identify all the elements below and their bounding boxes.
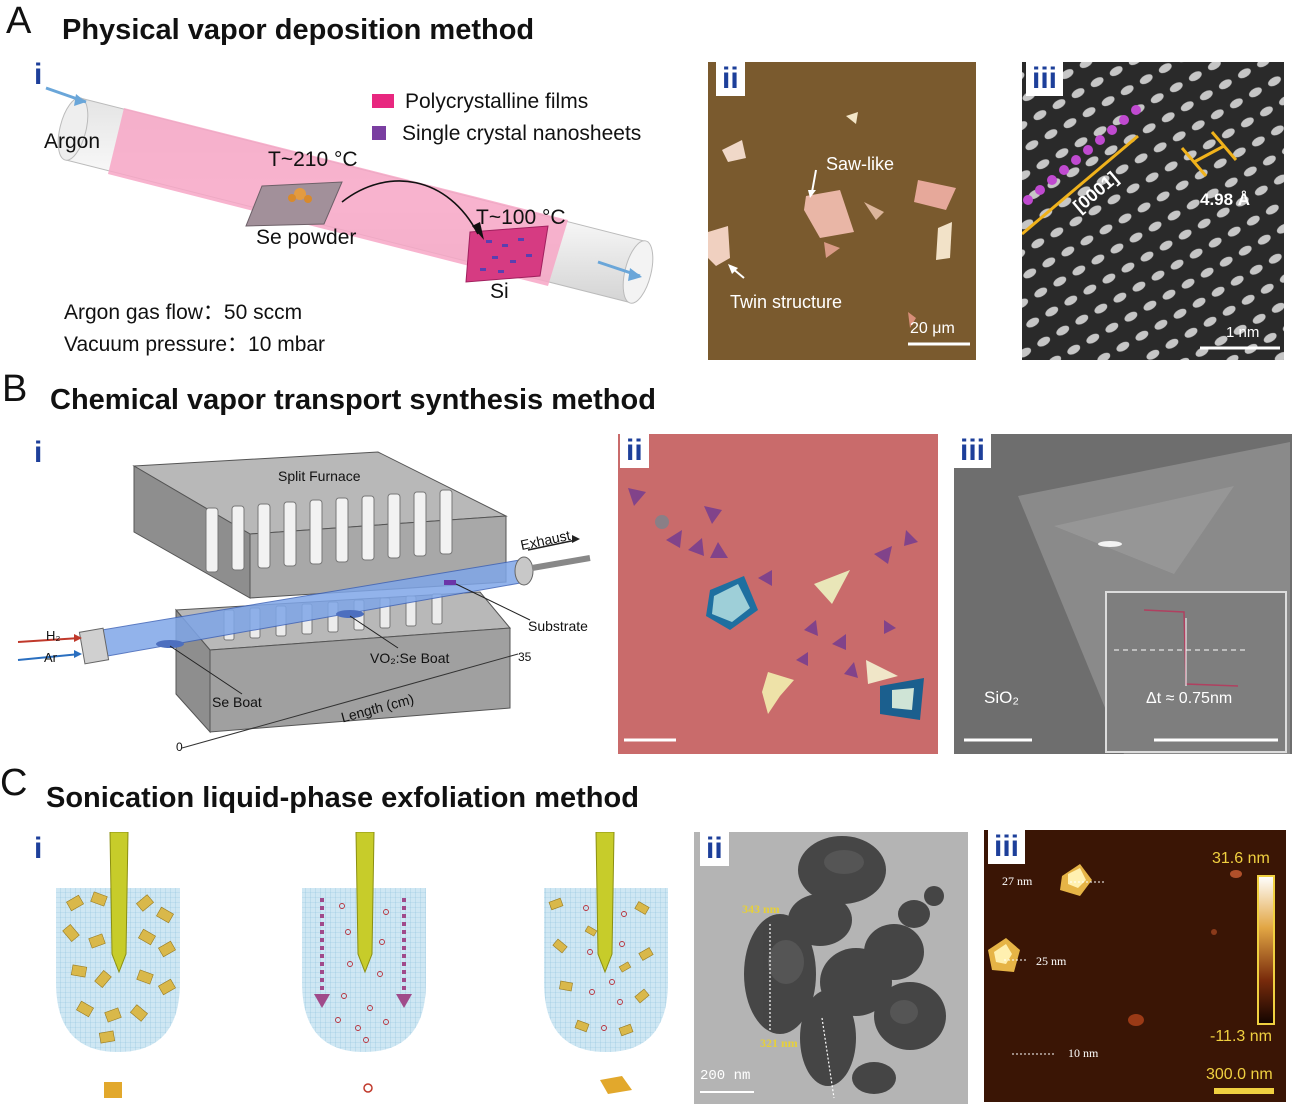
si-substrate (465, 225, 549, 283)
sub-label-b-iii: iii (954, 434, 992, 468)
scale-bar-label-c-iii: 300.0 nm (1206, 1066, 1273, 1083)
panel-c-i (20, 832, 680, 1108)
sub-label-c-ii: ii (700, 832, 729, 866)
temp-cold-label: T~100 °C (476, 206, 566, 229)
legend-poly-label: Polycrystalline films (405, 90, 589, 113)
length-343-label: 343 nm (742, 902, 780, 916)
color-scale-min-label: -11.3 nm (1210, 1028, 1272, 1045)
height-10-label: 10 nm (1068, 1046, 1099, 1060)
panel-c-iii: 27 nm 25 nm 10 nm 31.6 nm -11.3 nm 300.0… (984, 830, 1286, 1102)
scale-bar-label-a-ii: 20 μm (910, 320, 955, 337)
panel-b-ii (618, 434, 938, 754)
sub-label-a-i: i (34, 58, 43, 91)
argon-label: Argon (44, 130, 101, 153)
length-tick-0: 0 (176, 740, 183, 754)
length-tick-35: 35 (518, 650, 532, 664)
hrtem-lattice-image (1022, 62, 1284, 360)
tem-nanosheets-image (694, 832, 968, 1104)
saw-like-label: Saw-like (826, 154, 895, 174)
si-label: Si (490, 280, 509, 303)
pvd-tube-diagram (45, 86, 654, 304)
panel-a-ii: Saw-like Twin structure 20 μm (708, 62, 976, 360)
legend-single-swatch (372, 126, 386, 140)
optical-micrograph-flakes (708, 112, 970, 346)
step-height-label: Δt ≈ 0.75nm (1146, 690, 1233, 707)
length-321-label: 321 nm (760, 1036, 798, 1050)
sub-label-b-ii: ii (620, 434, 649, 468)
afm-triangle-image (954, 434, 1292, 754)
panel-a-iii: [0001] 4.98 Å 1 nm (1022, 62, 1284, 360)
color-scale-max-label: 31.6 nm (1212, 850, 1270, 867)
pressure-label: Vacuum pressure：10 mbar (64, 333, 326, 356)
sub-label-c-i: i (34, 832, 43, 865)
legend-single-label: Single crystal nanosheets (402, 122, 642, 145)
ar-label: Ar (44, 650, 57, 665)
panel-b-i: Split Furnace Exhaust Substrate H₂ Ar VO… (10, 432, 600, 758)
scale-bar-label-a-iii: 1 nm (1226, 324, 1260, 341)
height-25-label: 25 nm (1036, 954, 1067, 968)
sio2-label: SiO₂ (984, 688, 1019, 707)
sonication-stages-diagram (56, 832, 668, 1098)
section-b-letter: B (2, 368, 28, 410)
heated-zone (108, 108, 568, 286)
temp-hot-label: T~210 °C (268, 148, 358, 171)
optical-micrograph-triangles (624, 488, 924, 742)
cvt-furnace-diagram (17, 451, 591, 749)
se-powder-label: Se powder (256, 226, 357, 249)
substrate-label: Substrate (528, 618, 588, 634)
section-a-title: Physical vapor deposition method (62, 14, 535, 46)
twin-structure-label: Twin structure (730, 292, 843, 312)
flow-label: Argon gas flow：50 sccm (64, 301, 303, 324)
h2-label: H₂ (46, 628, 61, 643)
vo2-boat-label: VO₂:Se Boat (370, 650, 450, 666)
section-c-letter: C (0, 762, 28, 804)
section-a-letter: A (6, 0, 32, 42)
panel-b-iii: SiO₂ Δt ≈ 0.75nm (954, 434, 1292, 754)
sub-label-c-iii: iii (988, 830, 1026, 864)
se-boat-label: Se Boat (212, 694, 262, 710)
scale-bar-label-c-ii: 200 nm (700, 1068, 751, 1084)
afm-height-image (984, 830, 1286, 1102)
split-furnace-label: Split Furnace (278, 468, 361, 484)
sub-label-b-i: i (34, 436, 43, 469)
section-b-title: Chemical vapor transport synthesis metho… (50, 384, 656, 416)
section-c-title: Sonication liquid-phase exfoliation meth… (46, 782, 639, 814)
color-scale-bar (1257, 875, 1275, 1025)
panel-a-i: Argon Polycrystalline films Single cryst… (28, 56, 688, 356)
legend-poly-swatch (372, 94, 394, 108)
sub-label-a-iii: iii (1026, 62, 1064, 96)
spacing-label: 4.98 Å (1200, 190, 1251, 209)
height-27-label: 27 nm (1002, 874, 1033, 888)
panel-c-ii: 343 nm 321 nm 200 nm (694, 832, 968, 1104)
sub-label-a-ii: ii (716, 62, 745, 96)
